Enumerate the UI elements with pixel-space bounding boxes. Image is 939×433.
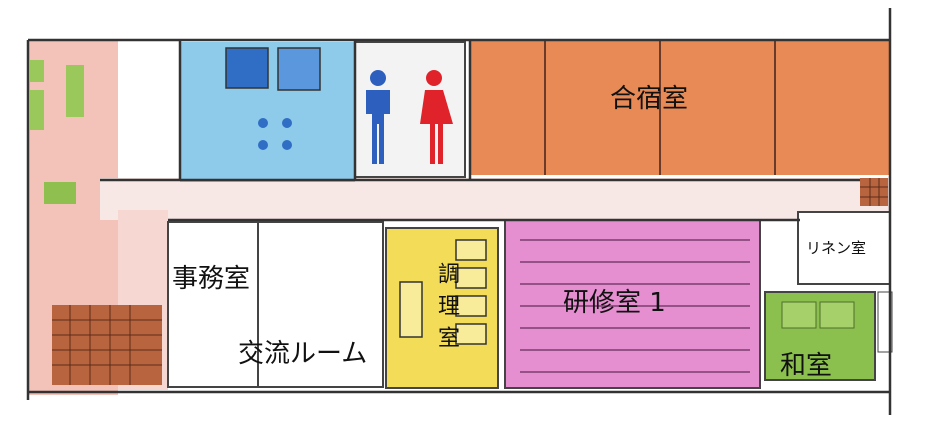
shower-fixture — [258, 140, 268, 150]
room-label-koryu: 交流ルーム — [238, 339, 368, 369]
green-block — [44, 182, 76, 204]
linen-area — [797, 211, 891, 285]
lodging-area — [470, 40, 890, 175]
room-label-jimu: 事務室 — [172, 264, 251, 294]
room-label-kenshu: 研修室 1 — [563, 288, 666, 318]
shower-fixture — [282, 118, 292, 128]
room-label-linen: リネン室 — [806, 239, 867, 257]
green-block — [66, 65, 84, 117]
shower-fixture — [282, 140, 292, 150]
walls — [26, 8, 892, 415]
room-label-gasshuku: 合宿室 — [610, 84, 689, 114]
male-toilet-icon — [366, 70, 390, 164]
green-block — [30, 60, 44, 82]
brick-area — [860, 178, 888, 206]
shower-fixture — [258, 118, 268, 128]
bath-tub — [277, 47, 321, 91]
green-block — [30, 90, 44, 130]
room-label-washitsu: 和室 — [780, 351, 833, 381]
bath-tub — [225, 47, 269, 89]
corridor-horizontal — [100, 178, 890, 220]
brick-area — [52, 305, 162, 385]
training-area — [504, 219, 761, 389]
office-lounge-area — [167, 221, 384, 388]
female-toilet-icon — [420, 70, 453, 164]
room-label-chori: 調理室 — [434, 262, 459, 358]
